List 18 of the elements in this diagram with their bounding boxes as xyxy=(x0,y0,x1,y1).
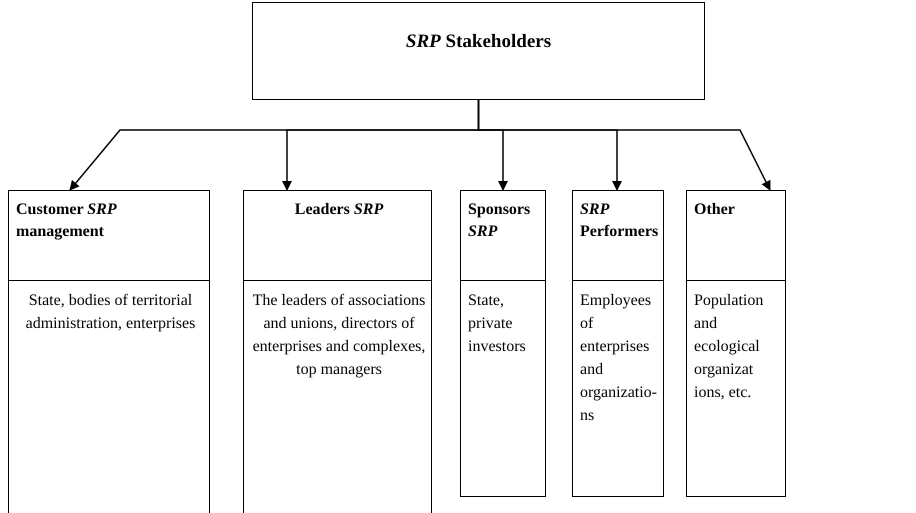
stakeholder-column xyxy=(243,190,432,513)
column-heading: SRP Performers xyxy=(573,191,663,281)
column-heading: Sponsors SRP xyxy=(461,191,545,281)
column-heading: Leaders SRP xyxy=(244,191,431,281)
column-description: The leaders of associations and unions, directors of enterprises and complexes, top managers xyxy=(252,291,426,380)
stakeholder-column xyxy=(8,190,210,513)
stakeholder-column xyxy=(460,190,546,497)
stakeholder-column xyxy=(686,190,786,497)
column-description: State, private investors xyxy=(467,291,527,357)
column-heading: Customer SRP management xyxy=(9,191,209,281)
stakeholder-column xyxy=(572,190,664,497)
column-description: Population and ecological organizat ions, etc. xyxy=(693,291,764,403)
arrow xyxy=(478,100,771,191)
box-title: SRP Stakeholders xyxy=(404,31,552,53)
column-heading: Other xyxy=(687,191,785,281)
title-box xyxy=(252,2,705,100)
column-description: Employees of enterprises and organizatio-ns xyxy=(579,291,658,426)
column-description: State, bodies of territorial administration, enterprises xyxy=(24,291,196,334)
